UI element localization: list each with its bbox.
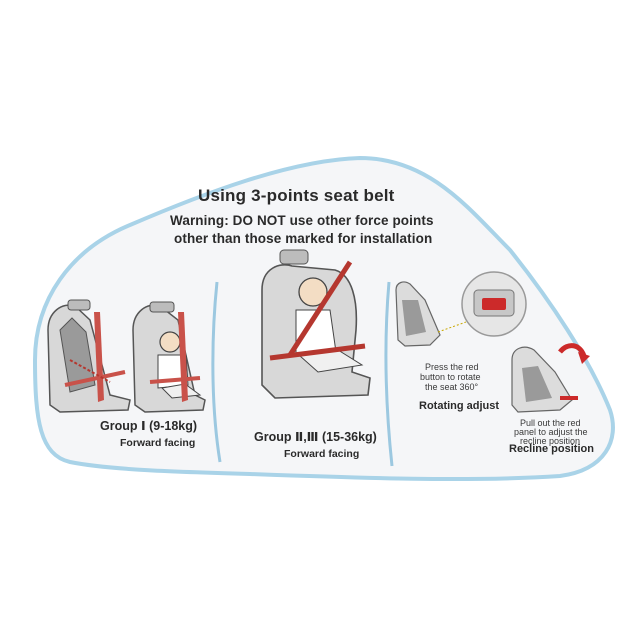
rotate-heading: Rotating adjust	[419, 400, 500, 412]
group-1-name: Group Ⅰ (9-18kg)	[100, 419, 198, 433]
rotate-line-3: the seat 360°	[425, 382, 479, 392]
warning-line-1: Warning: DO NOT use other force points	[170, 213, 434, 228]
child-icon	[298, 277, 328, 307]
recline-line-3: recline position	[520, 436, 581, 446]
divider-left	[211, 281, 222, 463]
car-seat-icon	[132, 301, 206, 413]
group-2-facing: Forward facing	[284, 448, 360, 460]
child-icon	[159, 331, 181, 353]
warning-line-2: other than those marked for installation	[174, 231, 433, 246]
seat-belt-icon	[287, 260, 353, 357]
divider-right	[384, 281, 394, 467]
curved-arrow-icon	[558, 343, 587, 358]
recline-heading: Recline position	[509, 443, 594, 455]
car-seat-icon	[47, 299, 131, 413]
car-seat-icon	[511, 346, 578, 413]
car-seat-icon	[261, 249, 371, 399]
recline-line-1: Pull out the red	[520, 418, 581, 428]
car-seat-icon	[395, 281, 467, 347]
rotate-line-1: Press the red	[425, 362, 479, 372]
label-title: Using 3-points seat belt	[198, 186, 395, 205]
group-1-facing: Forward facing	[120, 437, 196, 449]
group-2-name: Group Ⅱ,Ⅲ (15-36kg)	[254, 430, 377, 444]
rotate-line-2: button to rotate	[420, 372, 481, 382]
red-button-icon	[461, 271, 527, 337]
recline-line-2: panel to adjust the	[514, 427, 588, 437]
